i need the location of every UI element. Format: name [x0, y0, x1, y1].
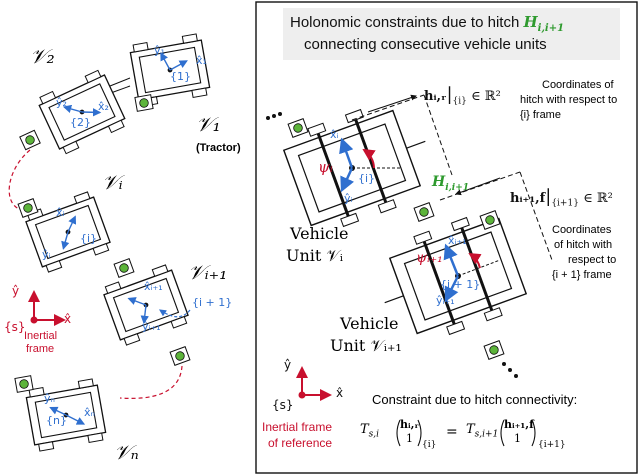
h-i1-f-note-1: Coordinates	[552, 224, 612, 236]
axis-y1: ŷ₁	[154, 44, 165, 57]
label-tractor: (Tractor)	[196, 142, 241, 154]
continuation-dots-top	[266, 112, 282, 120]
axis-x1: x̂₁	[196, 54, 207, 67]
right-inertial-ref-2: of reference	[268, 436, 333, 450]
h-i1-f-note-2: of hitch with	[554, 239, 613, 251]
h-i1-f-note-3: respect to	[568, 254, 617, 266]
axis-yn: ŷₙ	[44, 392, 55, 405]
hitch-link-1-2	[109, 77, 131, 87]
hitch-wheel-n	[14, 375, 34, 393]
hitch-wheel-2	[19, 129, 41, 151]
vehicle-unit-i-plus-1	[100, 262, 192, 348]
eq-lhs-h: hᵢ,ᵣ	[400, 418, 420, 431]
omitted-units-link-1	[8, 149, 31, 211]
detail-xi1: x̂ᵢ₊₁	[448, 234, 467, 247]
vehicle-unit-i-label-1: Vehicle	[290, 224, 349, 243]
frame-i1-label: {i + 1}	[192, 296, 233, 309]
eq-equals: =	[446, 424, 458, 440]
eq-rhs-one: 1	[514, 432, 521, 445]
vehicle-unit-i-label-2: Unit 𝒱ᵢ	[286, 246, 343, 265]
label-vi: 𝒱ᵢ	[102, 170, 123, 194]
h-i1-f-expression: hᵢ₊₁,f|{i+1} ∈ ℝ²	[510, 186, 613, 209]
vehicle-unit-i1-label-2: Unit 𝒱ᵢ₊₁	[330, 336, 402, 355]
frame-i-label: {i}	[80, 232, 98, 245]
detail-wheel-i-hitch	[413, 202, 435, 222]
h-i-r-note-2: hitch with respect to	[520, 94, 618, 106]
left-inertial-symbol: {s}	[4, 320, 26, 334]
eq-lhs-T: Ts,i	[360, 422, 380, 440]
vehicle-unit-1	[128, 32, 212, 108]
left-inertial-label-2: frame	[26, 343, 55, 355]
axis-xn: x̂ₙ	[84, 406, 95, 419]
eq-lhs-one: 1	[406, 432, 413, 445]
detail-yi: ŷᵢ	[344, 192, 353, 205]
continuation-dots-bottom	[502, 362, 518, 378]
label-vn: 𝒱ₙ	[114, 440, 139, 464]
h-i-r-note-1: Coordinates of	[542, 79, 614, 91]
eq-rhs-frame: {i+1}	[538, 440, 566, 450]
hitch-wheel-1	[134, 94, 154, 112]
vehicle-unit-n	[24, 377, 108, 453]
frame-2-label: {2}	[70, 116, 91, 129]
axis-xi: x̂ᵢ	[56, 206, 65, 219]
vehicle-unit-i	[22, 189, 114, 275]
title-H-symbol: Hi,i+1	[523, 13, 565, 34]
detail-yi1: ŷᵢ₊₁	[436, 294, 455, 307]
left-inertial-label-1: Inertial	[24, 330, 58, 342]
vehicle-unit-i1-label-1: Vehicle	[340, 314, 399, 333]
detail-wheel-i-top	[287, 118, 309, 138]
hitch-wheel-i-rear	[113, 258, 135, 278]
detail-framei1: {i + 1}	[440, 278, 481, 291]
frame-pointer-arrow	[159, 309, 191, 318]
label-v1: 𝒱₁	[196, 112, 221, 136]
h-i1-f-dimension	[439, 171, 553, 261]
detail-frame-i-plus-1	[443, 243, 501, 303]
hitch-wheel-i1-rear	[169, 346, 191, 366]
detail-framei: {i}	[358, 172, 376, 185]
psi-i-label: ψᵢ	[318, 158, 333, 176]
detail-frame-i	[339, 137, 400, 193]
right-inertial-frame	[296, 366, 332, 401]
vehicle-unit-2	[35, 68, 129, 156]
axis-yi1: ŷᵢ₊₁	[142, 320, 161, 333]
equation-brackets	[396, 419, 536, 447]
left-inertial-x: x̂	[64, 312, 72, 326]
right-inertial-x: x̂	[336, 386, 344, 400]
eq-lhs-frame: {i}	[422, 440, 437, 450]
psi-i1-label: ψᵢ₊₁	[416, 250, 443, 266]
constraint-title: Constraint due to hitch connectivity:	[372, 392, 578, 407]
h-i-r-expression: hᵢ,ᵣ|{i} ∈ ℝ²	[424, 84, 501, 107]
frame-n-label: {n}	[46, 414, 67, 427]
detail-xi: x̂ᵢ	[330, 128, 339, 141]
h-i1-f-note-4: {i + 1} frame	[552, 269, 612, 281]
h-i-r-note-3: {i} frame	[520, 109, 561, 121]
eq-rhs-T: Ts,i+1	[466, 422, 499, 440]
right-inertial-y: ŷ	[284, 358, 292, 372]
axis-yi: ŷᵢ	[42, 248, 51, 261]
hitch-H-label: Hi,i+1	[432, 174, 470, 193]
axis-xi1: x̂ᵢ₊₁	[144, 280, 163, 293]
axis-x2: x̂₂	[98, 100, 109, 113]
title-banner	[283, 8, 620, 60]
h-i-r-dimension	[351, 94, 453, 176]
right-inertial-symbol: {s}	[272, 398, 294, 412]
panel-title-line-2: connecting consecutive vehicle units	[304, 36, 547, 53]
panel-title-line-1: Holonomic constraints due to hitch Hi,i+…	[290, 13, 565, 34]
right-inertial-ref-1: Inertial frame	[262, 420, 333, 434]
eq-rhs-h: hᵢ₊₁,f	[504, 418, 534, 431]
detail-wheel-i1-bottom	[483, 340, 505, 360]
label-v2: 𝒱₂	[30, 44, 55, 68]
axis-y2: ŷ₂	[56, 96, 67, 109]
omitted-units-link-2	[119, 365, 183, 399]
left-inertial-frame	[28, 290, 66, 326]
frame-1-label: {1}	[170, 70, 191, 83]
label-vi1: 𝒱ᵢ₊₁	[188, 260, 228, 284]
left-inertial-y: ŷ	[12, 284, 20, 298]
right-panel-border	[255, 1, 638, 474]
